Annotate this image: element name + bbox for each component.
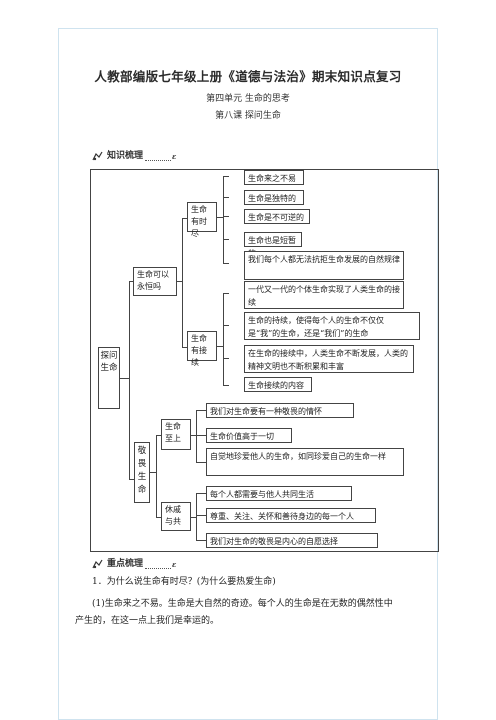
leaf-we-life: 生命的持续，使得每个人的生命不仅仅是“我”的生命，还是“我们”的生命 [244,312,420,340]
sub-life-continues: 生命有接续 [187,331,217,367]
connector [196,515,206,516]
leaf-life-value: 生命价值高于一切 [206,428,292,443]
sub-life-ends: 生命有时尽 [187,202,217,238]
pen-icon [92,151,104,161]
connector [182,218,183,348]
connector [223,293,224,385]
connector [120,378,129,379]
dotted-leader [145,560,172,569]
key-section-text: 重点梳理 [107,559,144,569]
answer-1-line-2: 产生的，在这一点上我们是幸运的。 [75,616,220,626]
connector [223,239,229,240]
connector [196,410,206,411]
sub-shared-fate: 休戚与共 [161,502,191,531]
question-1: 1．为什么说生命有时尽？(为什么要热爱生命) [92,577,276,587]
connector [223,263,229,264]
leaf-awe-feeling: 我们对生命要有一种敬畏的情怀 [206,403,354,418]
connector [150,472,156,473]
connector [196,435,206,436]
connector [223,293,229,294]
leaf-respect-care: 尊重、关注、关怀和善待身边的每一个人 [206,508,376,523]
leaf-life-short: 生命也是短暂的 [244,232,302,258]
page-title: 人教部编版七年级上册《道德与法治》期末知识点复习 [94,69,402,84]
concept-map: 探问生命 生命可以永恒吗 生命有时尽 生命来之不易 生命是独特的 生命是不可逆的… [90,169,439,552]
connector [196,540,206,541]
connector [156,435,161,436]
connector [223,385,229,386]
map-root: 探问生命 [98,347,120,409]
knowledge-section-text: 知识梳理 [107,151,144,161]
sub-life-supreme: 生命至上 [161,419,191,450]
leaf-live-together: 每个人都需要与他人共同生活 [206,486,352,501]
branch-life-eternal: 生命可以永恒吗 [133,267,177,296]
connector [191,517,196,518]
connector [156,435,157,517]
branch-revere-life: 敬畏生命 [134,442,150,503]
connector [177,281,182,282]
connector [223,197,229,198]
leaf-cherish-others: 自觉地珍爱他人的生命，如同珍爱自己的生命一样 [206,448,404,476]
leaf-life-irreversible: 生命是不可逆的 [244,209,310,224]
pen-icon [92,559,104,569]
connector [196,493,197,540]
connector [223,176,229,177]
leaf-civilization: 在生命的接续中，人类生命不断发展，人类的精神文明也不断积累和丰富 [244,345,414,373]
connector [196,493,206,494]
section-tail-glyph: ε [172,560,177,569]
answer-1-line-1: (1)生命来之不易。生命是大自然的奇迹。每个人的生命是在无数的偶然性中 [92,599,393,609]
leaf-voluntary-choice: 我们对生命的敬畏是内心的自愿选择 [206,533,378,548]
connector [156,517,161,518]
connector [223,358,229,359]
leaf-life-not-easy: 生命来之不易 [244,170,304,185]
connector [129,479,134,480]
leaf-natural-law: 我们每个人都无法抗拒生命发展的自然规律 [244,251,404,280]
connector [196,462,206,463]
dotted-leader [145,152,172,161]
unit-heading: 第四单元 生命的思考 [206,94,290,104]
connector [129,281,133,282]
leaf-continuation-content: 生命接续的内容 [244,377,312,392]
connector [223,216,229,217]
connector [223,176,224,263]
connector [182,347,187,348]
leaf-generations: 一代又一代的个体生命实现了人类生命的接续 [244,281,404,309]
connector [191,435,196,436]
section-tail-glyph: ε [172,152,177,161]
knowledge-section-label: 知识梳理 ε [92,148,176,161]
connector [129,281,130,479]
connector [217,346,223,347]
connector [223,325,229,326]
leaf-life-unique: 生命是独特的 [244,190,304,205]
connector [217,217,223,218]
key-section-label: 重点梳理 ε [92,556,176,569]
lesson-heading: 第八课 探问生命 [215,111,281,121]
connector [182,218,187,219]
connector [196,410,197,462]
